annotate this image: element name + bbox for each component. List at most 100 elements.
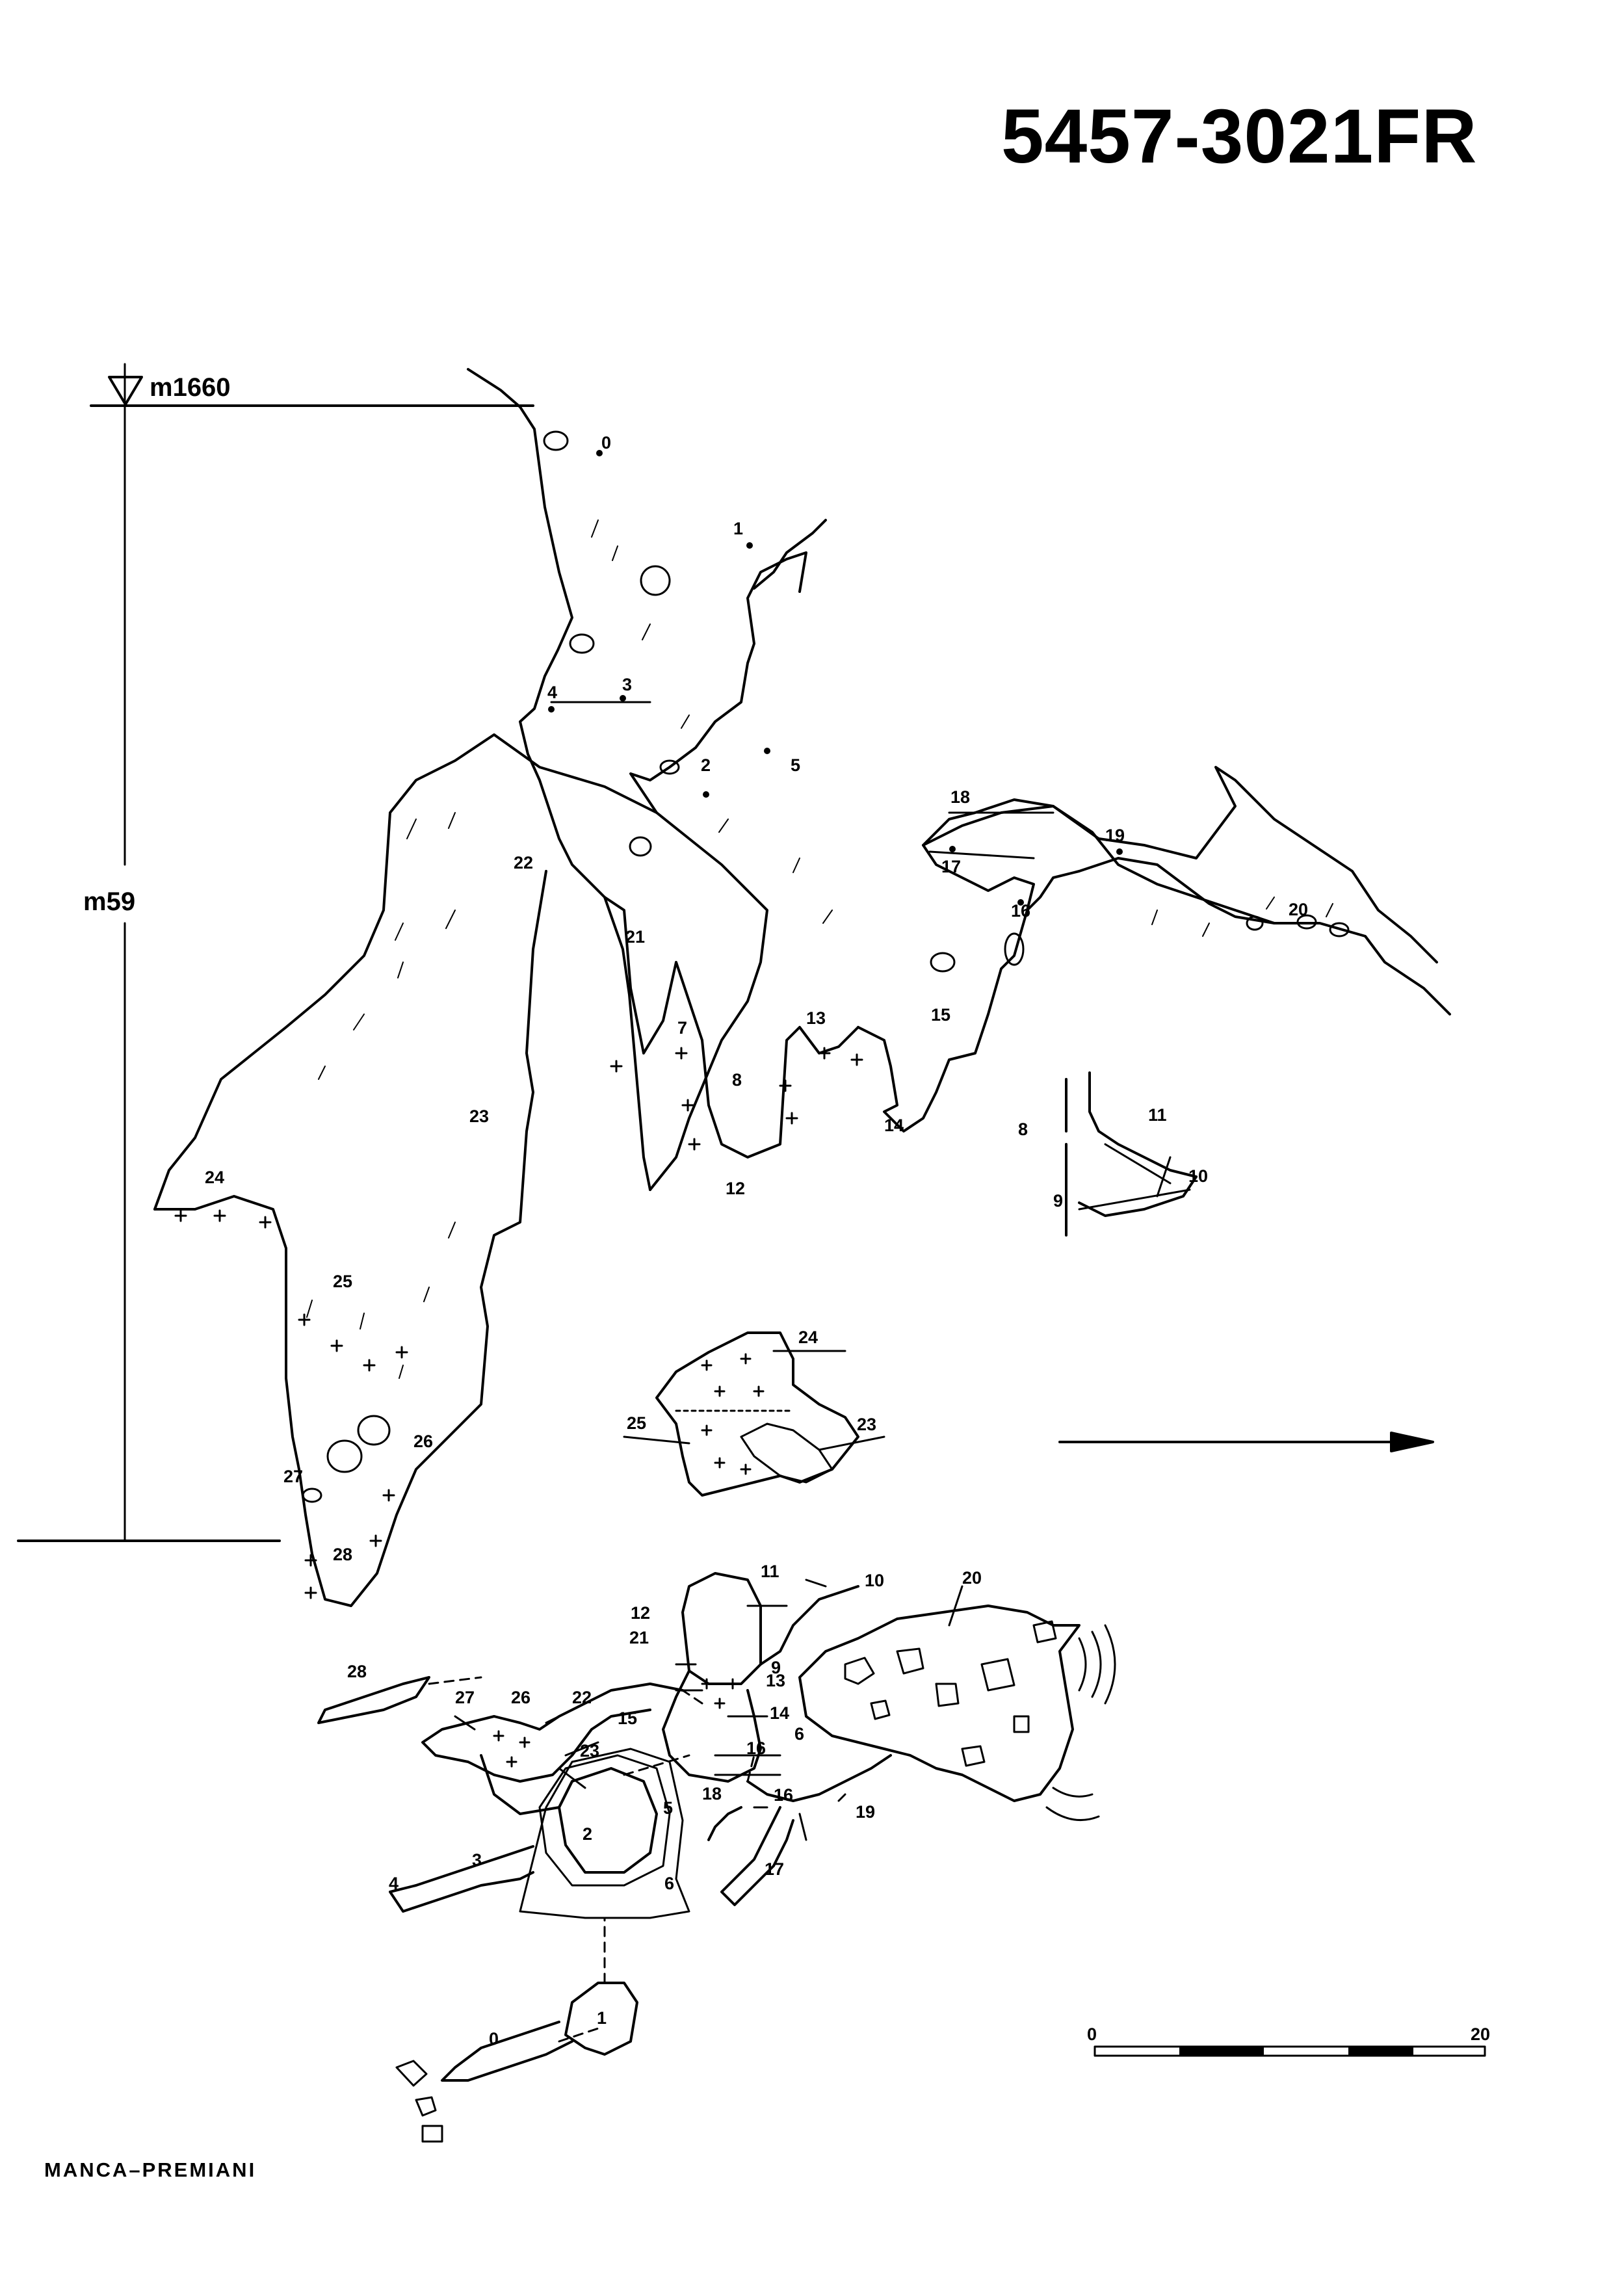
plan-station-label: 17 (765, 1859, 784, 1879)
plan-station-label: 23 (580, 1741, 599, 1761)
elevation-reference (17, 363, 534, 1542)
plan-chamber-1 (564, 1982, 638, 2056)
entrance-altitude-label: m1660 (150, 373, 231, 402)
section-station-label: 19 (1105, 826, 1125, 845)
inset-flowstone-marks (701, 1353, 765, 1475)
section-pebble-chains (550, 701, 1191, 1211)
section-station-label: 14 (884, 1116, 904, 1135)
arrow-head-icon (1390, 1432, 1434, 1452)
plan-station-label: 14 (770, 1703, 789, 1723)
plan-flowstone-marks (493, 1678, 739, 1768)
section-station-label: 2 (701, 755, 711, 775)
plan-station-label: 4 (389, 1874, 399, 1893)
scale-bar-end-label: 20 (1471, 2024, 1490, 2044)
plan-chamber-12 (681, 1572, 762, 1685)
plan-station-label: 26 (511, 1688, 530, 1707)
section-station-label: 8 (732, 1070, 742, 1090)
plan-survey-legs (428, 1676, 755, 2043)
plan-station-label: 28 (347, 1662, 367, 1681)
plan-station-label: 6 (664, 1874, 674, 1893)
plan-station-label: 3 (472, 1850, 482, 1870)
section-outline-main (467, 368, 651, 1191)
section-station-label: 22 (514, 853, 533, 872)
plan-passage-16-19 (746, 1754, 892, 1802)
plan-station-label: 2 (583, 1824, 592, 1844)
plan-passage-28 (317, 1676, 430, 1724)
plan-station-label: 1 (597, 2008, 607, 2028)
plan-station-label: 16 (746, 1738, 766, 1758)
inset-label: 25 (627, 1413, 646, 1433)
plan-station-label: 21 (629, 1628, 649, 1647)
section-station-label: 10 (1188, 1166, 1208, 1186)
plan-passage-3-4 (389, 1845, 534, 1913)
section-central-shaft (603, 896, 859, 1159)
plan-station-label: 9 (771, 1658, 781, 1677)
plan-station-label: 19 (856, 1802, 875, 1822)
section-outline-left-wing (153, 733, 658, 1211)
section-outline-upper-right (629, 551, 807, 1191)
plan-passage-17 (720, 1806, 794, 1906)
plan-wall-slope-arcs (1045, 1624, 1116, 1821)
section-station-label: 11 (1148, 1105, 1167, 1125)
section-side-branch (753, 519, 827, 590)
plan-station-label: 10 (865, 1571, 884, 1590)
plan-passage-0 (441, 2021, 573, 2082)
section-station-dots (548, 450, 1123, 906)
plan-view: 0 1 2 3 4 5 6 6 9 10 11 12 13 14 15 16 1… (317, 1562, 1116, 2143)
scale-bar-outline (1094, 2045, 1486, 2057)
section-station-label: 28 (333, 1545, 352, 1564)
section-station-label: 18 (950, 787, 970, 807)
plan-station-label: 15 (618, 1709, 637, 1728)
scale-bar: 0 20 (1087, 2024, 1490, 2057)
section-station-label: 24 (205, 1168, 224, 1187)
section-side-gallery (1065, 1071, 1198, 1237)
section-wall-hatching (306, 519, 1333, 1379)
section-station-label: 13 (806, 1008, 826, 1028)
section-station-label: 25 (333, 1272, 352, 1291)
inset-label: 23 (857, 1415, 876, 1434)
plan-station-label: 11 (761, 1562, 779, 1581)
section-station-label: 0 (601, 433, 611, 452)
plan-chamber-2 (558, 1767, 658, 1874)
plan-chamber-2-rings (519, 1748, 690, 1919)
section-station-label: 23 (469, 1107, 489, 1126)
plan-leader-lines (454, 1579, 963, 1841)
plan-breakdown-blocks (844, 1620, 1057, 1767)
section-right-roof-2 (1026, 857, 1276, 924)
inset-inner-block (740, 1422, 833, 1484)
section-station-label: 17 (941, 857, 961, 876)
level-marker-icon (108, 376, 143, 406)
plan-big-chamber-20 (798, 1605, 1080, 1802)
plan-station-label: 20 (962, 1568, 982, 1588)
section-right-passage (857, 798, 1451, 1133)
section-station-label: 8 (1018, 1120, 1028, 1139)
section-station-label: 20 (1289, 900, 1308, 919)
inset-outline (655, 1331, 859, 1497)
section-profile: 0 1 2 3 4 5 7 8 12 13 14 15 16 17 18 19 … (153, 368, 1451, 1607)
section-station-label: 9 (1053, 1191, 1063, 1211)
section-station-label: 4 (547, 683, 557, 702)
section-station-label: 16 (1011, 901, 1030, 921)
section-station-label: 7 (677, 1018, 687, 1038)
section-station-labels: 0 1 2 3 4 5 7 8 12 13 14 15 16 17 18 19 … (205, 433, 1308, 1564)
plan-station-label: 27 (455, 1688, 475, 1707)
section-station-label: 21 (625, 927, 645, 947)
section-outline-lower-left (153, 870, 547, 1607)
section-right-roof (922, 766, 1438, 963)
plan-passage-9-11 (759, 1585, 859, 1666)
inset-cross-section: 24 25 23 (623, 1328, 885, 1497)
inset-labels: 24 25 23 (627, 1328, 876, 1434)
plan-station-label: 13 (766, 1671, 785, 1690)
plan-chamber-26 (480, 1754, 573, 1815)
plan-station-label: 5 (663, 1798, 673, 1818)
plan-station-label: 18 (702, 1784, 722, 1803)
section-flowstone-marks (174, 1047, 863, 1599)
plan-passage-18 (707, 1806, 742, 1841)
section-station-label: 5 (791, 755, 800, 775)
plan-station-label: 0 (489, 2029, 499, 2049)
section-station-label: 12 (726, 1179, 745, 1198)
scale-bar-start-label: 0 (1087, 2024, 1097, 2044)
section-station-label: 3 (622, 675, 632, 694)
depth-label: m59 (83, 887, 136, 916)
